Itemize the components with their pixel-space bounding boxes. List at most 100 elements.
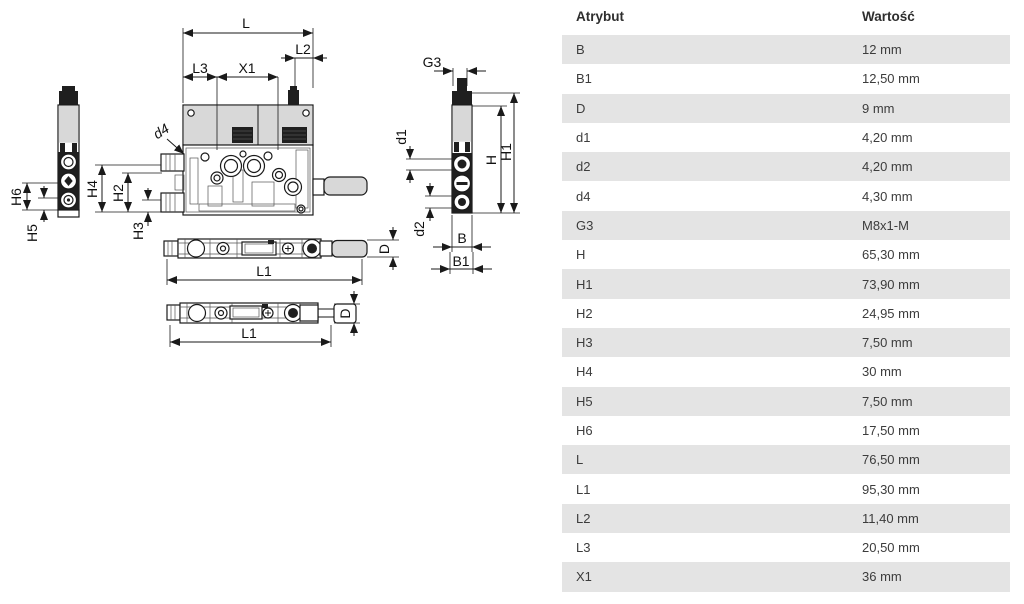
attr-cell: d2 — [576, 159, 591, 175]
attr-cell: L2 — [576, 510, 591, 526]
attr-cell: D — [576, 100, 586, 116]
value-cell: 36 mm — [862, 569, 902, 585]
table-row: L2 11,40 mm — [562, 503, 1010, 534]
table-row: B 12 mm — [562, 35, 1010, 65]
dim-B: B — [433, 215, 491, 252]
dim-label-g3: G3 — [423, 54, 442, 70]
bottom-view-1 — [163, 238, 368, 259]
attr-cell: H3 — [576, 335, 593, 351]
dim-label-d2: d2 — [411, 221, 427, 237]
table-row: B1 12,50 mm — [562, 64, 1010, 93]
dim-label-h5: H5 — [24, 224, 40, 242]
dim-label-h6: H6 — [8, 188, 24, 206]
dim-H1: H1 — [471, 92, 520, 213]
attr-cell: H6 — [576, 423, 593, 438]
side-view-right — [451, 78, 473, 214]
column-header-wartosc: Wartość — [862, 9, 915, 24]
attr-cell: B1 — [576, 71, 592, 87]
dim-L3: L3 — [183, 60, 218, 150]
dim-d2: d2 — [411, 183, 452, 237]
table-row: L1 95,30 mm — [562, 474, 1010, 503]
dim-L1-1: L1 — [166, 259, 363, 285]
attr-cell: X1 — [576, 569, 592, 585]
value-cell: 20,50 mm — [862, 540, 920, 556]
dim-label-h: H — [483, 155, 499, 165]
dim-label-h1: H1 — [498, 143, 514, 161]
value-cell: 4,20 mm — [862, 159, 913, 175]
dim-label-d1: d1 — [393, 129, 409, 145]
dim-label-h2: H2 — [110, 184, 126, 202]
value-cell: 12 mm — [862, 42, 902, 58]
attr-cell: d4 — [576, 188, 591, 204]
dim-label-x1: X1 — [238, 60, 255, 76]
attr-cell: d1 — [576, 130, 591, 146]
table-row: X1 36 mm — [562, 562, 1010, 592]
dim-D-1: D — [367, 227, 399, 270]
table-row: d4 4,30 mm — [562, 181, 1010, 210]
value-cell: M8x1-M — [862, 217, 909, 233]
table-row: H2 24,95 mm — [562, 299, 1010, 328]
dim-label-b1: B1 — [452, 253, 469, 269]
bottom-view-2 — [166, 302, 357, 324]
dim-label-l3: L3 — [192, 60, 208, 76]
attr-cell: L1 — [576, 481, 591, 497]
table-header-row: Atrybut Wartość — [562, 0, 1010, 35]
dim-label-l2: L2 — [295, 41, 311, 57]
side-view-left — [57, 86, 80, 218]
value-cell: 4,30 mm — [862, 188, 913, 204]
dim-H6: H6 — [8, 182, 58, 211]
dim-L2: L2 — [281, 41, 327, 88]
table-row: H6 17,50 mm — [562, 416, 1010, 445]
attr-cell: H1 — [576, 276, 593, 292]
dim-D-2: D — [334, 291, 360, 336]
dim-X1: X1 — [217, 60, 279, 150]
dim-label-l1-1: L1 — [256, 263, 272, 279]
dim-B1: B1 — [431, 252, 492, 274]
front-view — [160, 86, 368, 216]
value-cell: 65,30 mm — [862, 247, 920, 263]
table-row: H3 7,50 mm — [562, 327, 1010, 358]
attr-cell: G3 — [576, 217, 594, 233]
attr-cell: H5 — [576, 393, 593, 409]
value-cell: 12,50 mm — [862, 71, 920, 87]
value-cell: 30 mm — [862, 364, 902, 380]
dim-label-d-2: D — [337, 308, 353, 318]
value-cell: 17,50 mm — [862, 423, 920, 438]
attr-cell: L3 — [576, 540, 591, 556]
attr-cell: H4 — [576, 364, 593, 380]
attr-cell: B — [576, 42, 585, 58]
dim-label-h3: H3 — [130, 222, 146, 240]
dim-label-d4: d4 — [150, 120, 172, 142]
dim-label-l1-2: L1 — [241, 325, 257, 341]
attr-cell: H2 — [576, 305, 593, 321]
value-cell: 11,40 mm — [862, 510, 919, 526]
technical-drawing: H6 H5 H4 H2 H3 — [8, 15, 520, 347]
value-cell: 76,50 mm — [862, 452, 920, 468]
dim-label-h4: H4 — [84, 180, 100, 198]
value-cell: 24,95 mm — [862, 305, 920, 321]
dim-H3: H3 — [130, 188, 162, 240]
table-row: G3 M8x1-M — [562, 210, 1010, 241]
dim-L1-2: L1 — [169, 325, 332, 347]
table-row: H4 30 mm — [562, 357, 1010, 386]
column-header-atrybut: Atrybut — [576, 9, 624, 24]
table-row: H 65,30 mm — [562, 240, 1010, 269]
dim-label-l: L — [242, 15, 250, 31]
dim-d1: d1 — [393, 129, 452, 183]
table-row: L3 20,50 mm — [562, 533, 1010, 562]
attr-cell: H — [576, 247, 586, 263]
value-cell: 95,30 mm — [862, 481, 920, 497]
dim-H: H — [472, 105, 520, 214]
value-cell: 4,20 mm — [862, 130, 913, 146]
table-row: H5 7,50 mm — [562, 386, 1010, 416]
dim-H5: H5 — [24, 186, 58, 242]
value-cell: 7,50 mm — [862, 393, 913, 409]
dim-H2: H2 — [110, 172, 162, 212]
value-cell: 7,50 mm — [862, 335, 913, 351]
table-row: d1 4,20 mm — [562, 123, 1010, 152]
